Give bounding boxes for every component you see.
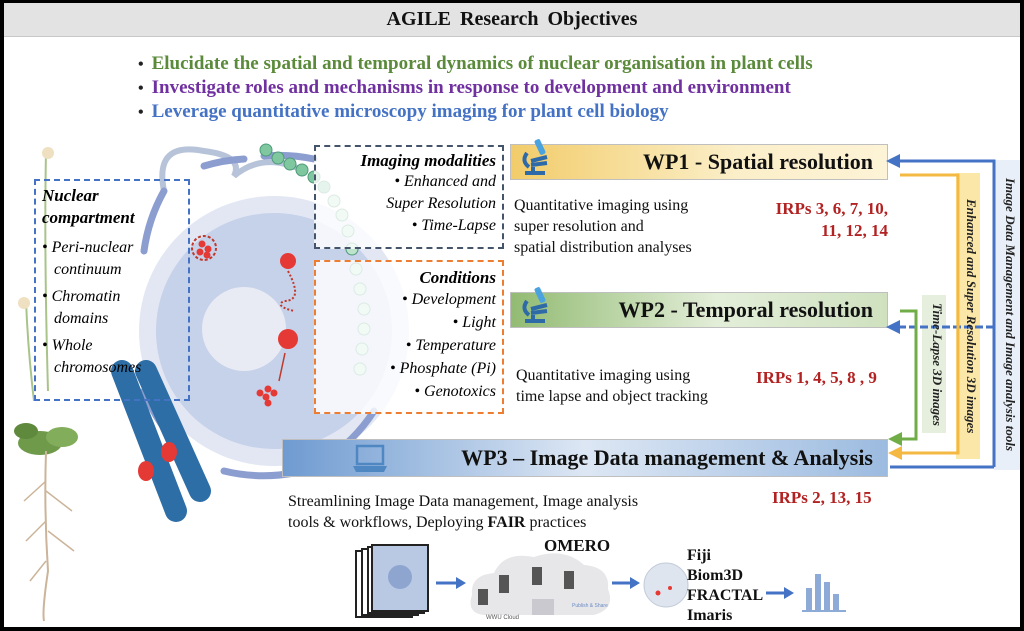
wp2-description: Quantitative imaging using time lapse an… [516, 365, 708, 407]
conditions-box: Conditions • Development • Light • Tempe… [314, 260, 504, 414]
objective-item: • Elucidate the spatial and temporal dyna… [138, 52, 813, 76]
description-line: spatial distribution analyses [514, 239, 692, 256]
wp1-title: WP1 - Spatial resolution [642, 149, 873, 174]
wp3-banner: WP3 – Image Data management & Analysis [282, 439, 888, 477]
wp3-irps: IRPs 2, 13, 15 [772, 487, 872, 509]
time-lapse-band [922, 295, 946, 433]
time-lapse-label: Time-Lapse 3D images [930, 302, 945, 426]
condition-item: • Genotoxics [414, 383, 496, 400]
omero-label: OMERO [544, 536, 611, 555]
objective-item: • Investigate roles and mechanisms in res… [138, 76, 813, 100]
image-mgmt-label: Image Data Management and Image analysis… [1003, 178, 1018, 452]
condition-item: • Temperature [405, 337, 496, 354]
nucleolus [202, 287, 286, 371]
compartment-item: • Peri-nuclear [42, 239, 134, 256]
imaging-modalities-box: Imaging modalities • Enhanced and Super … [314, 145, 504, 249]
omero-cloud-icon: WWU Cloud Publish & Share [470, 553, 611, 621]
microscope-icon [522, 139, 548, 175]
image-mgmt-band [994, 160, 1020, 470]
description-line: tools & workflows, Deploying FAIR practi… [288, 514, 587, 531]
arrow-head-icon [886, 320, 900, 334]
nuclear-compartment-box: Nuclear compartment • Peri-nuclear conti… [34, 179, 190, 401]
objective-text: Elucidate the spatial and temporal dynam… [151, 53, 813, 74]
irp-line: IRPs 3, 6, 7, 10, [775, 199, 888, 218]
fair-label: FAIR [487, 514, 526, 531]
wp1-irps: IRPs 3, 6, 7, 10, 11, 12, 14 [748, 198, 888, 242]
compartment-item: • Chromatin [42, 288, 121, 305]
wp2-irps: IRPs 1, 4, 5, 8 , 9 [756, 367, 877, 389]
compartment-item-cont: continuum [54, 261, 122, 278]
objectives-list: • Elucidate the spatial and temporal dyna… [138, 52, 813, 124]
modality-item: • Enhanced and [394, 173, 496, 190]
image-mgmt-arrow [898, 159, 996, 467]
bullet-icon: • [138, 80, 144, 97]
super-res-arrow [900, 173, 960, 455]
objective-text: Investigate roles and mechanisms in resp… [151, 77, 791, 98]
cloud-label: WWU Cloud [486, 615, 519, 621]
bar-chart-icon [802, 574, 846, 612]
title-bar: AGILE Research Objectives [4, 3, 1020, 37]
box-title: Conditions [419, 268, 496, 287]
segmented-nucleus-icon [643, 562, 689, 608]
description-line: Quantitative imaging using [516, 367, 691, 384]
description-line: super resolution and [514, 218, 644, 235]
objective-item: • Leverage quantitative microscopy imagin… [138, 100, 813, 124]
irp-line: IRPs 1, 4, 5, 8 , 9 [756, 368, 877, 387]
tool-name: Fiji [687, 547, 711, 564]
bullet-icon: • [138, 104, 144, 121]
publish-label: Publish & Share [572, 603, 608, 609]
condition-item: • Phosphate (Pi) [389, 360, 496, 377]
description-line: Quantitative imaging using [514, 197, 689, 214]
compartment-item: • Whole [42, 337, 93, 354]
wp2-title: WP2 - Temporal resolution [618, 297, 873, 322]
box-title: Imaging modalities [360, 151, 496, 170]
laptop-icon [353, 444, 387, 472]
description-line: Streamlining Image Data management, Imag… [288, 493, 639, 510]
condition-item: • Light [452, 314, 496, 331]
wp2-banner: WP2 - Temporal resolution [510, 287, 888, 328]
irp-line: 11, 12, 14 [820, 221, 888, 240]
irp-line: IRPs 2, 13, 15 [772, 488, 872, 507]
image-stack-icon [355, 544, 429, 618]
wp1-banner: WP1 - Spatial resolution [510, 139, 888, 180]
compartment-item-cont: domains [54, 310, 109, 327]
wp3-description: Streamlining Image Data management, Imag… [288, 491, 638, 533]
pipeline-illustration: WWU Cloud Publish & Share [355, 544, 794, 621]
bullet-icon: • [138, 56, 144, 73]
super-res-band [956, 173, 980, 459]
arrow-head-icon [886, 154, 900, 168]
wp1-description: Quantitative imaging using super resolut… [514, 195, 692, 258]
page-title: AGILE Research Objectives [386, 8, 638, 30]
microscope-icon [522, 287, 548, 323]
flow-arrows [886, 154, 996, 469]
box-title: Nuclear [42, 186, 99, 205]
arrow-head-icon [888, 446, 902, 460]
chromosome-illustration [111, 360, 211, 522]
tool-name: FRACTAL [687, 587, 764, 604]
chromatin-foci [191, 235, 298, 407]
description-line: time lapse and object tracking [516, 388, 708, 405]
condition-item: • Development [401, 291, 496, 308]
objective-text: Leverage quantitative microscopy imaging… [151, 101, 669, 122]
wp3-title: WP3 – Image Data management & Analysis [461, 445, 873, 470]
modality-item-cont: Super Resolution [386, 195, 496, 212]
tool-name: Biom3D [687, 567, 743, 584]
tool-name: Imaris [687, 607, 733, 624]
plant-illustration [14, 147, 78, 622]
modality-item: • Time-Lapse [411, 217, 496, 234]
analysis-tools-list: Fiji Biom3D FRACTAL Imaris [687, 546, 763, 626]
box-title: compartment [42, 208, 135, 227]
super-res-label: Enhanced and Super Resolution 3D images [964, 198, 979, 434]
time-lapse-arrow [900, 309, 918, 441]
arrow-head-icon [888, 432, 902, 446]
compartment-item-cont: chromosomes [54, 359, 142, 376]
diagram-frame: AGILE Research Objectives • Elucidate the… [4, 3, 1020, 627]
